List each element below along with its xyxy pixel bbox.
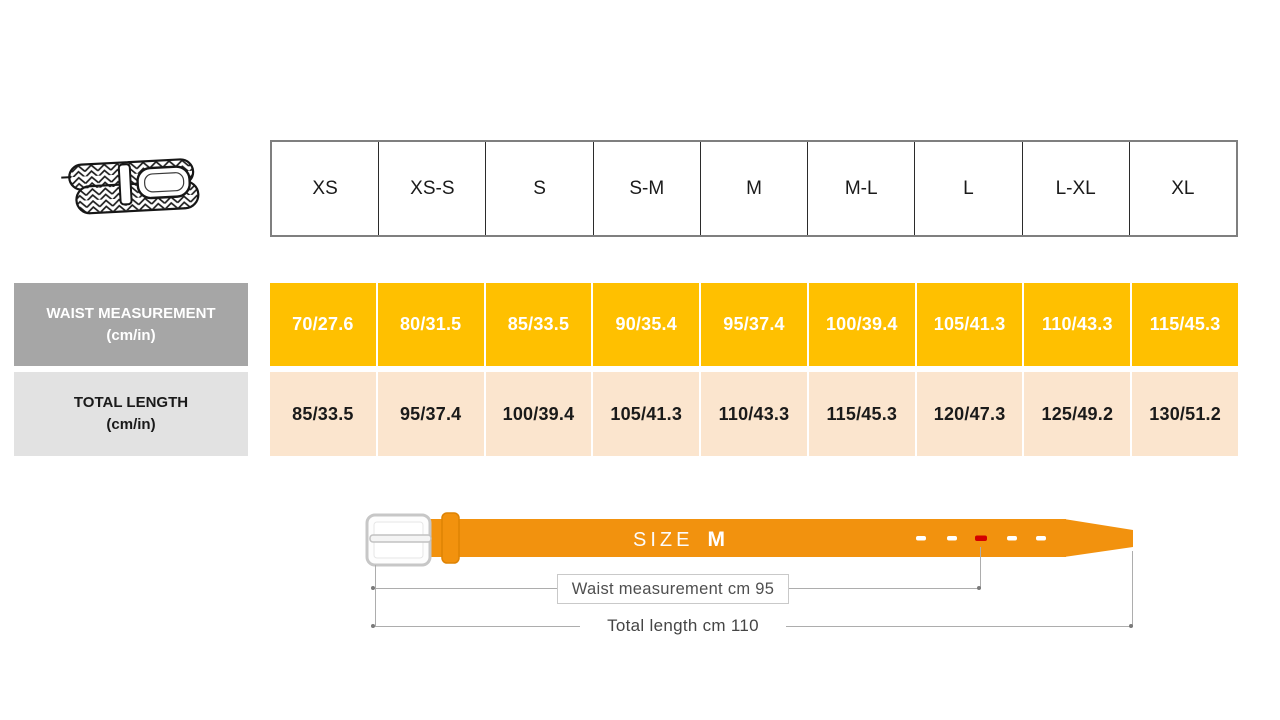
waist-value-cell: 70/27.6 [270, 283, 376, 366]
total-length-annotation: Total length cm 110 [580, 613, 786, 638]
waist-value-cell: 115/45.3 [1132, 283, 1239, 366]
belt-hole [1007, 536, 1017, 541]
size-column-header-xs-s: XS-S [378, 142, 485, 235]
belt-loop [441, 512, 460, 564]
belt-buckle-icon [365, 513, 432, 567]
total-length-value-cell: 85/33.5 [270, 372, 376, 456]
waist-value-cell: 110/43.3 [1024, 283, 1131, 366]
total-length-value-cell: 95/37.4 [377, 372, 484, 456]
total-length-row-label: TOTAL LENGTH (cm/in) [14, 372, 248, 456]
total-length-row-label-unit: (cm/in) [106, 416, 156, 433]
measure-endpoint-dot [1129, 624, 1133, 628]
size-column-header-l: L [914, 142, 1021, 235]
size-column-header-l-xl: L-XL [1021, 142, 1129, 235]
belt-size-text: SIZE M [600, 527, 758, 553]
belt-hole [916, 536, 926, 541]
size-column-header-m-l: M-L [807, 142, 914, 235]
waist-value-cell: 90/35.4 [593, 283, 700, 366]
red-hole-marker [975, 535, 987, 541]
braided-belt-icon [61, 158, 200, 215]
guide-line-buckle [375, 565, 376, 627]
total-length-value-cell: 125/49.2 [1024, 372, 1131, 456]
waist-value-cell: 80/31.5 [377, 283, 484, 366]
size-label: SIZE [633, 528, 694, 551]
waist-value-cell: 105/41.3 [916, 283, 1023, 366]
waist-value-cell: 95/37.4 [701, 283, 807, 366]
total-length-value-cell: 100/39.4 [485, 372, 592, 456]
total-length-value-cell: 130/51.2 [1132, 372, 1239, 456]
belt-hole [947, 536, 957, 541]
belt-strap [430, 519, 1066, 557]
size-column-header-s-m: S-M [592, 142, 700, 235]
belt-tip [1064, 519, 1133, 557]
belt-diagram-graphic [365, 512, 1133, 567]
total-length-value-cell: 120/47.3 [916, 372, 1023, 456]
total-length-row-label-text: TOTAL LENGTH [73, 394, 189, 412]
waist-measurement-annotation: Waist measurement cm 95 [557, 574, 789, 604]
total-length-value-cell: 110/43.3 [701, 372, 807, 456]
size-column-header-s: S [485, 142, 592, 235]
size-column-header-xs: XS [312, 177, 338, 199]
total-length-value-cell: 115/45.3 [808, 372, 915, 456]
waist-row-label-text: WAIST MEASUREMENT [46, 304, 216, 322]
waist-value-cell: 85/33.5 [485, 283, 592, 366]
waist-row-label-unit: (cm/in) [106, 326, 156, 344]
waist-row-label: WAIST MEASUREMENT (cm/in) [14, 283, 248, 366]
measure-endpoint-dot [977, 586, 981, 590]
total-length-values-row: 85/33.5 95/37.4 100/39.4 105/41.3 110/43… [270, 372, 1239, 456]
waist-values-row: 70/27.6 80/31.5 85/33.5 90/35.4 95/37.4 … [270, 283, 1239, 366]
measure-endpoint-dot [371, 624, 375, 628]
size-value: M [707, 528, 725, 551]
size-header-row: XS XS-S S S-M M M-L L L-XL XL [270, 140, 1238, 237]
size-column-header-m: M [699, 142, 807, 235]
belt-hole [1036, 536, 1046, 541]
waist-value-cell: 100/39.4 [808, 283, 915, 366]
guide-line-belt-tip [1132, 551, 1133, 627]
measure-endpoint-dot [371, 586, 375, 590]
guide-line-red-hole [980, 547, 981, 589]
size-column-header-xl: XL [1128, 142, 1236, 235]
total-length-value-cell: 105/41.3 [593, 372, 700, 456]
